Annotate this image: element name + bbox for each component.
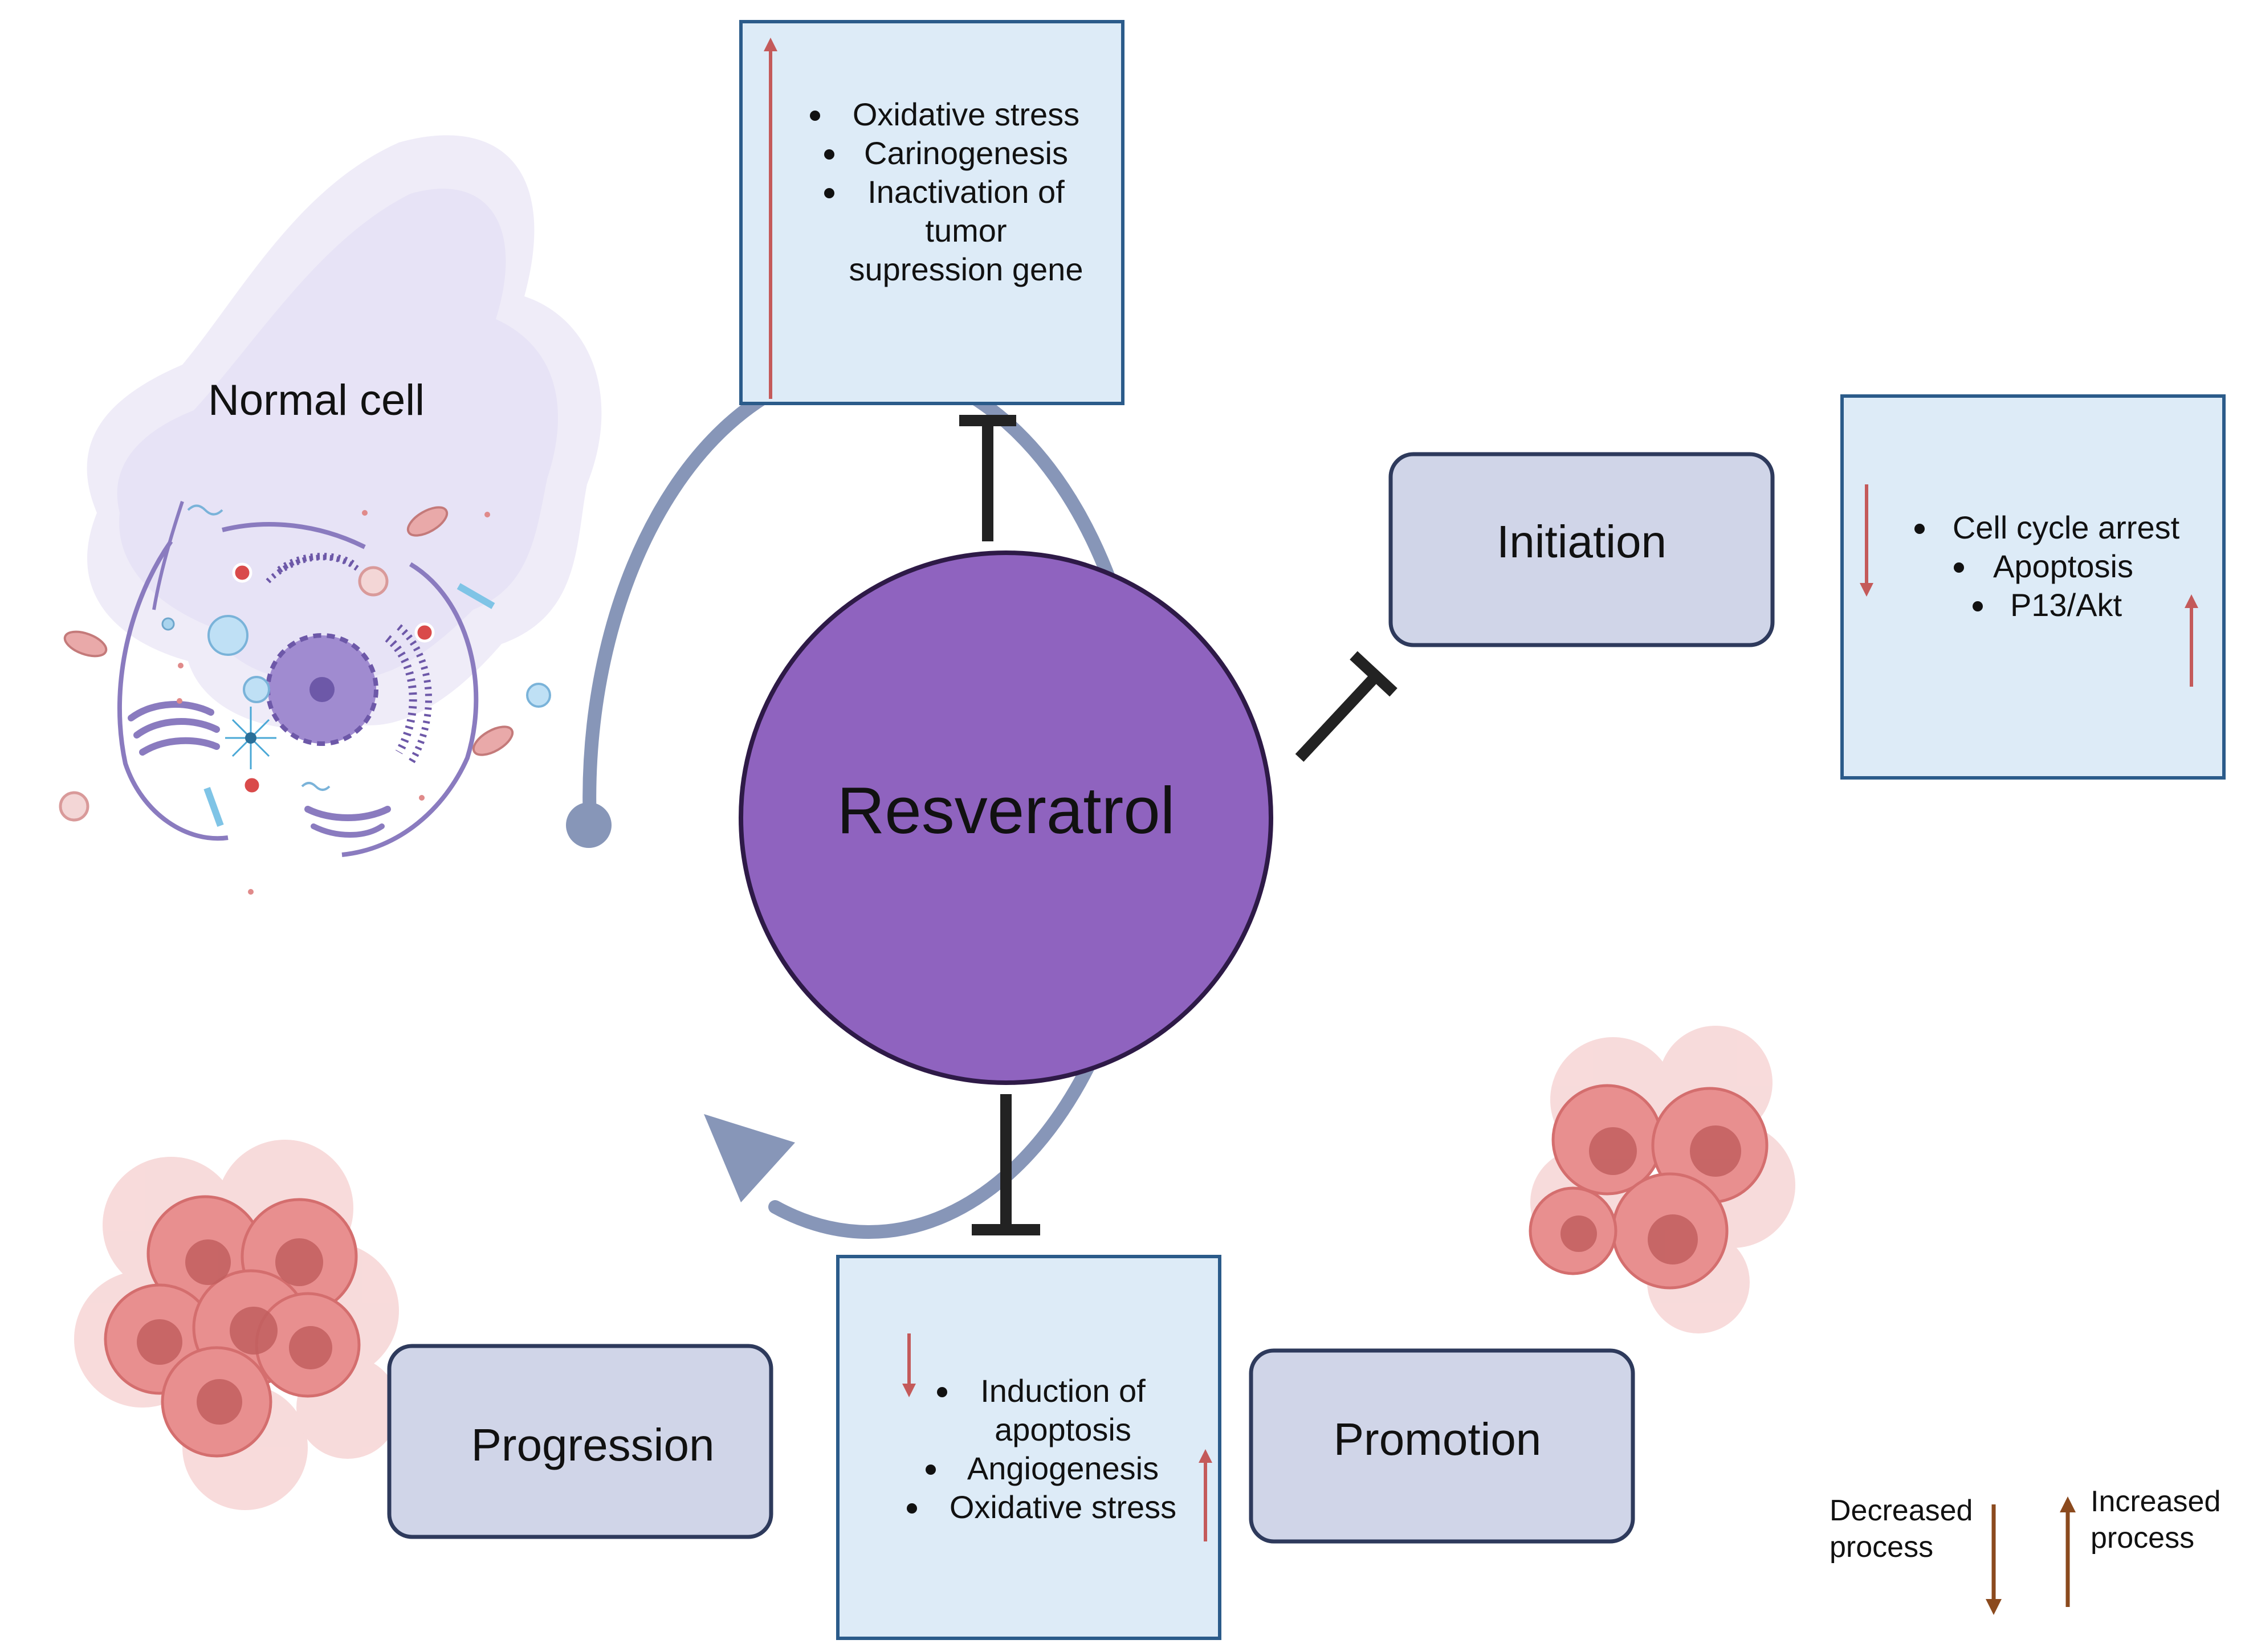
- stage-promotion-label: Promotion: [1334, 1414, 1542, 1465]
- inhibition-top: [959, 415, 1016, 541]
- bullet: [1914, 524, 1925, 534]
- right-item-2: Apoptosis: [1993, 548, 2133, 584]
- inhibition-right: [1295, 651, 1397, 762]
- bullet: [824, 149, 834, 160]
- right-item-3: P13/Akt: [2010, 587, 2122, 623]
- legend: Decreased process Increased process: [1830, 1485, 2220, 1615]
- legend-increased-line-2: process: [2091, 1522, 2194, 1555]
- cycle-arrowhead: [704, 1114, 795, 1202]
- bullet: [810, 111, 820, 121]
- top-item-2: Carinogenesis: [864, 135, 1068, 171]
- resveratrol-label: Resveratrol: [837, 773, 1175, 847]
- top-item-3-cont-2: supression gene: [849, 251, 1083, 287]
- top-info-box: Oxidative stress Carinogenesis Inactivat…: [739, 20, 1124, 405]
- tumor-cluster-illustration: [1529, 1026, 1795, 1333]
- top-item-1: Oxidative stress: [853, 96, 1079, 132]
- bullet: [1973, 601, 1983, 611]
- normal-cell-illustration: [59, 135, 602, 895]
- bottom-info-box: Induction of apoptosis Angiogenesis Oxid…: [836, 1255, 1221, 1640]
- normal-cell-label: Normal cell: [208, 376, 425, 425]
- top-item-3-cont-1: tumor: [925, 213, 1007, 248]
- right-item-1: Cell cycle arrest: [1953, 509, 2180, 545]
- legend-decreased-line-1: Decreased: [1830, 1494, 1973, 1527]
- progression-tumor-illustration: [74, 1140, 399, 1510]
- top-item-3: Inactivation of: [867, 174, 1065, 210]
- legend-increased: Increased process: [2060, 1485, 2220, 1607]
- stage-promotion: Promotion: [1249, 1348, 1635, 1544]
- inhibition-bottom: [972, 1094, 1040, 1235]
- bullet: [1954, 562, 1964, 573]
- stage-initiation: Initiation: [1388, 452, 1775, 647]
- legend-decreased: Decreased process: [1830, 1494, 2002, 1615]
- bullet: [937, 1387, 947, 1397]
- cycle-arrow: [566, 358, 1155, 1239]
- cycle-start-dot: [566, 802, 612, 848]
- bottom-item-3: Oxidative stress: [950, 1489, 1176, 1525]
- bottom-item-1: Induction of: [980, 1373, 1146, 1409]
- bottom-item-2: Angiogenesis: [967, 1450, 1159, 1486]
- bullet: [926, 1465, 936, 1475]
- bottom-item-1-cont: apoptosis: [995, 1412, 1131, 1447]
- resveratrol-circle: [739, 550, 1273, 1085]
- legend-decreased-line-2: process: [1830, 1531, 1933, 1564]
- bullet: [907, 1503, 917, 1514]
- right-info-box: Cell cycle arrest Apoptosis P13/Akt: [1840, 394, 2226, 780]
- stage-initiation-label: Initiation: [1497, 516, 1667, 567]
- stage-progression: Progression: [387, 1344, 773, 1539]
- legend-increased-line-1: Increased: [2091, 1485, 2220, 1518]
- bullet: [824, 188, 834, 198]
- stage-progression-label: Progression: [471, 1420, 715, 1470]
